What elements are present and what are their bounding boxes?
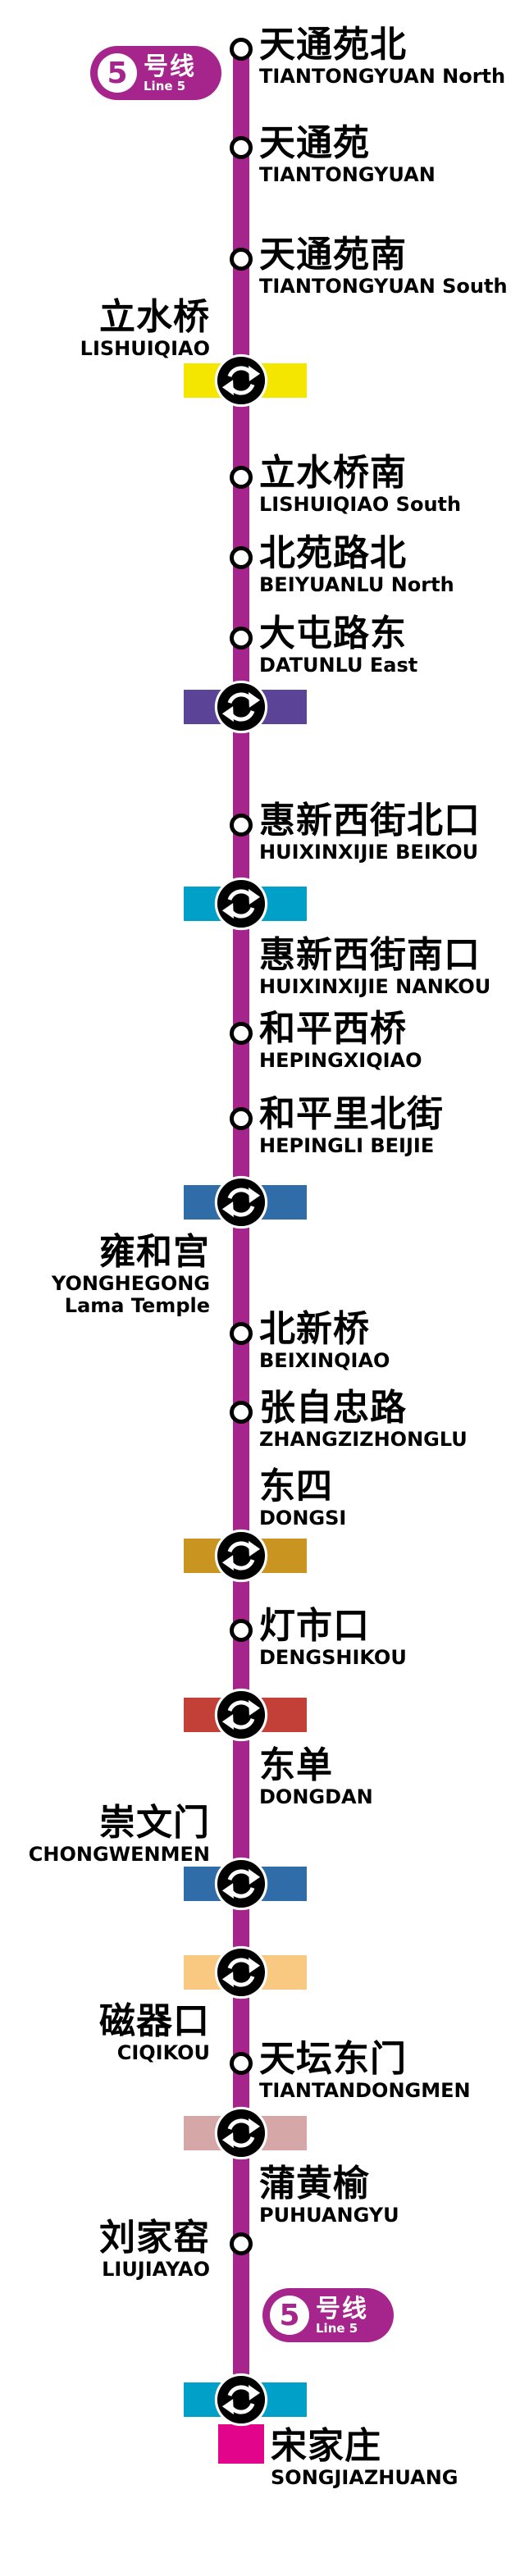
station-name-zh: 崇文门 (99, 1802, 210, 1844)
station-name-zh: 蒲黄榆 (259, 2163, 370, 2204)
station-name-zh: 灯市口 (259, 1605, 370, 1647)
station-name-zh: 天通苑南 (259, 234, 407, 276)
station-marker (230, 1619, 253, 1642)
station-name-zh: 磁器口 (99, 2000, 210, 2042)
interchange-icon (214, 1688, 268, 1742)
station-name-zh: 北苑路北 (259, 532, 407, 574)
station-name-en: DONGSI (259, 1507, 347, 1530)
station-name-en: CIQIKOU (116, 2041, 210, 2064)
line-number: 5 (107, 56, 128, 90)
station-marker (230, 1322, 253, 1345)
station-marker (230, 627, 253, 650)
station-marker (230, 1401, 253, 1424)
station-name-en: SONGJIAZHUANG (271, 2466, 458, 2489)
station-name-zh: 北新桥 (259, 1308, 370, 1350)
station-marker (230, 1107, 253, 1130)
station-name-en2: Lama Temple (64, 1294, 210, 1317)
station-name-en: HEPINGXIQIAO (259, 1049, 422, 1072)
line-suffix-zh: 号线 (144, 52, 196, 81)
station-name-zh: 张自忠路 (259, 1387, 407, 1429)
yizhuang-terminus-bar (218, 2424, 264, 2464)
station-name-zh: 和平西桥 (259, 1008, 407, 1050)
station-name-zh: 立水桥南 (259, 452, 407, 494)
station-name-en: BEIXINQIAO (259, 1349, 390, 1372)
station-marker (230, 248, 253, 271)
station-marker (230, 38, 253, 61)
interchange-icon (214, 1175, 268, 1229)
station-name-zh: 立水桥 (99, 296, 210, 338)
line5-badge-bottom: 5 号线 Line 5 (262, 2288, 394, 2342)
station-name-en: YONGHEGONG (51, 1272, 210, 1295)
line-number: 5 (279, 2298, 300, 2332)
station-name-en: LISHUIQIAO South (259, 493, 462, 516)
line-name-en: Line 5 (316, 2320, 358, 2336)
station-name-en: LISHUIQIAO (80, 337, 210, 360)
station-name-zh: 刘家窑 (99, 2217, 210, 2259)
interchange-icon (214, 1857, 268, 1911)
station-name-en: TIANTONGYUAN North (259, 65, 506, 88)
station-name-en: CHONGWENMEN (28, 1843, 210, 1866)
station-marker (230, 2232, 253, 2255)
interchange-icon (214, 353, 268, 408)
station-name-en: DATUNLU East (259, 654, 418, 677)
line5-badge-top: 5 号线 Line 5 (90, 46, 221, 100)
station-name-en: ZHANGZIZHONGLU (259, 1428, 468, 1451)
station-name-en: HEPINGLI BEIJIE (259, 1134, 435, 1157)
station-name-en: HUIXINXIJIE NANKOU (259, 975, 491, 998)
station-marker (230, 1022, 253, 1045)
station-name-en: DONGDAN (259, 1785, 373, 1808)
station-name-zh: 雍和宫 (99, 1231, 210, 1273)
line-suffix-zh: 号线 (316, 2294, 368, 2323)
station-name-zh: 惠新西街南口 (259, 934, 481, 976)
station-name-zh: 东四 (259, 1466, 333, 1507)
station-name-zh: 天通苑北 (259, 24, 407, 66)
station-name-zh: 宋家庄 (271, 2425, 381, 2467)
line-number-roundel: 5 (270, 2296, 309, 2335)
interchange-icon (214, 1945, 268, 1999)
station-name-en: PUHUANGYU (259, 2204, 399, 2227)
station-name-zh: 天坛东门 (259, 2038, 407, 2080)
station-name-zh: 和平里北街 (259, 1093, 444, 1135)
station-name-en: TIANTONGYUAN (259, 163, 436, 186)
station-name-en: LIUJIAYAO (102, 2258, 210, 2281)
station-marker (230, 814, 253, 837)
station-marker (230, 546, 253, 569)
station-name-en: HUIXINXIJIE BEIKOU (259, 841, 479, 864)
interchange-icon (214, 2106, 268, 2160)
station-name-en: TIANTONGYUAN South (259, 275, 508, 298)
station-name-zh: 东单 (259, 1744, 333, 1786)
interchange-icon (214, 680, 268, 734)
station-name-zh: 大屯路东 (259, 613, 407, 654)
station-marker (230, 136, 253, 159)
station-name-en: TIANTANDONGMEN (259, 2079, 471, 2102)
interchange-icon (214, 877, 268, 931)
interchange-icon (214, 1529, 268, 1583)
station-name-en: DENGSHIKOU (259, 1646, 407, 1669)
station-marker (230, 2052, 253, 2075)
station-name-zh: 天通苑 (259, 122, 370, 164)
station-name-en: BEIYUANLU North (259, 573, 454, 596)
station-marker (230, 466, 253, 489)
line-number-roundel: 5 (98, 53, 137, 93)
station-name-zh: 惠新西街北口 (259, 800, 481, 841)
line-name-en: Line 5 (144, 78, 186, 93)
interchange-icon (214, 2373, 268, 2427)
